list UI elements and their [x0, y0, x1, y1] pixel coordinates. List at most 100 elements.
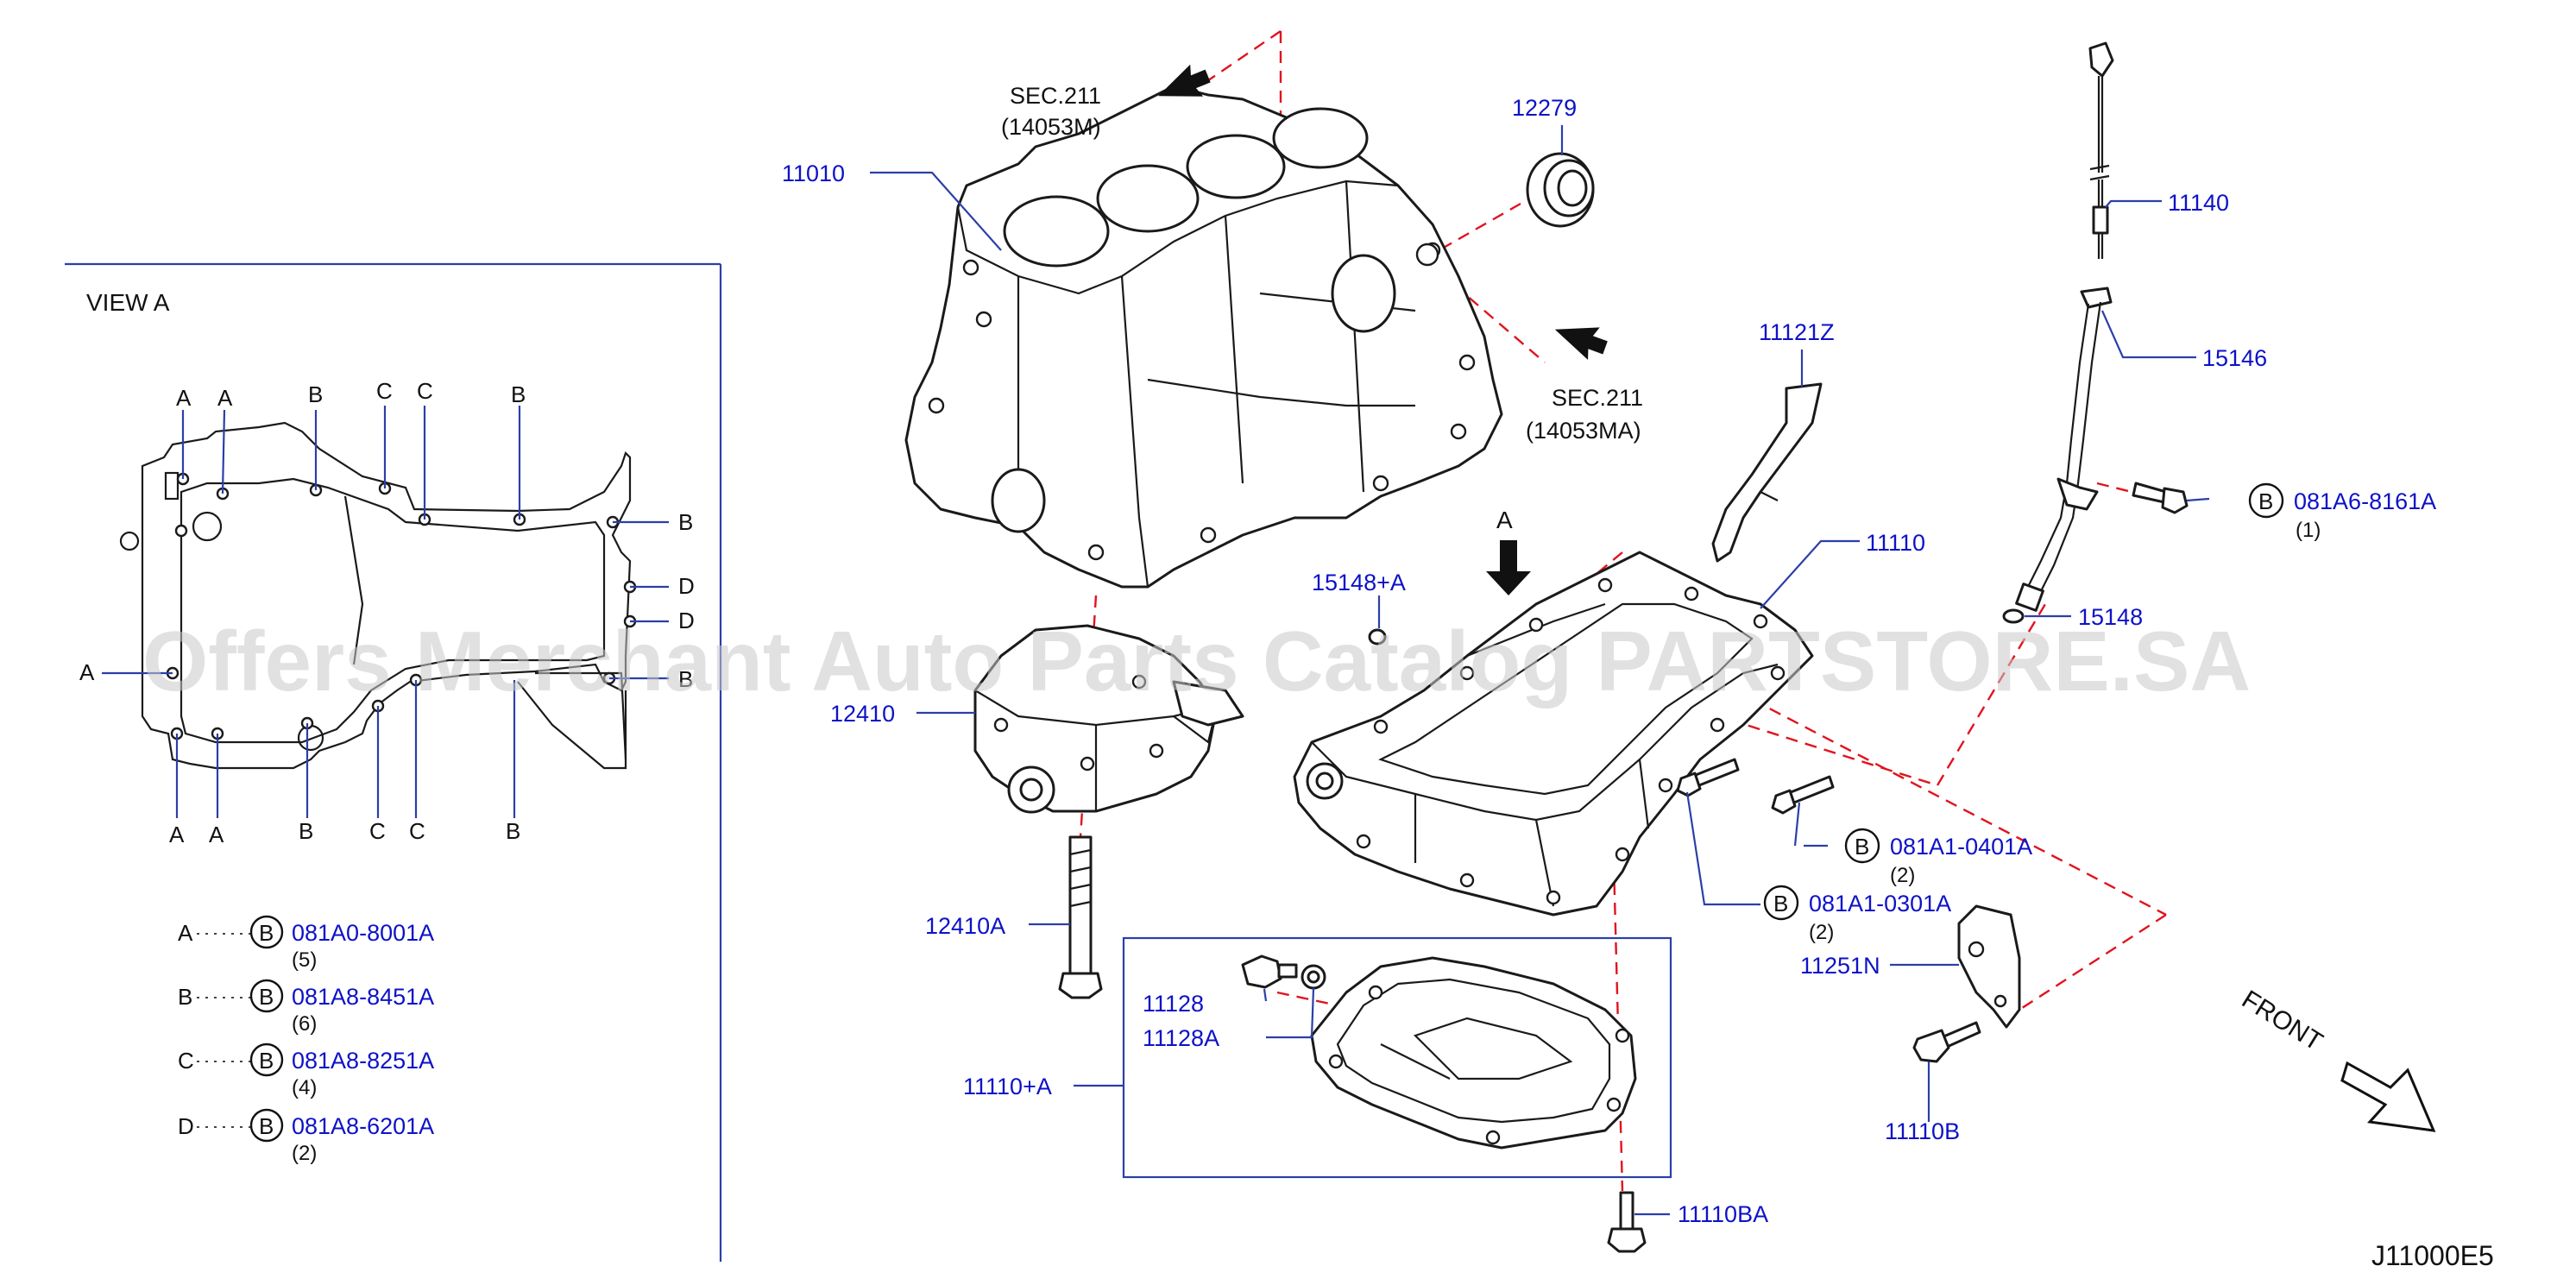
bolt-symbol: B: [259, 920, 274, 946]
block-boss: [991, 468, 1046, 533]
oil-strainer-11121z[interactable]: [1711, 382, 1823, 563]
view-a-letter: C: [376, 378, 393, 404]
legend-row-c: C B 081A8-8251A (4): [178, 1042, 434, 1099]
bolt-081a1-0401a[interactable]: [1771, 775, 1835, 815]
bracket-11251n[interactable]: [1957, 904, 2021, 1029]
bolt-callout-081a1-0301a: B 081A1-0301A (2): [1763, 885, 1951, 944]
oil-pan-upper-11110[interactable]: [1293, 551, 1814, 917]
bolt-legend: A B 081A0-8001A (5) B B 081A8-8451A (6) …: [178, 915, 434, 1165]
part-label-12410a[interactable]: 12410A: [925, 913, 1005, 939]
oil-seal-12279[interactable]: [1526, 152, 1595, 228]
part-label-11128[interactable]: 11128: [1143, 991, 1204, 1017]
view-a-letter: C: [409, 818, 425, 844]
part-label-11010[interactable]: 11010: [782, 161, 845, 186]
view-a-letter: B: [678, 509, 693, 535]
bolt-11110b[interactable]: [1912, 1021, 1981, 1063]
bolt-part-number[interactable]: 081A6-8161A: [2294, 488, 2436, 514]
legend-row-a: A B 081A0-8001A (5): [178, 915, 434, 972]
view-a-arrow: A: [1486, 507, 1531, 595]
oil-pan-lower[interactable]: [1310, 956, 1637, 1150]
bolt-callout-081a6-8161a: B 081A6-8161A (1): [2248, 482, 2436, 542]
part-label-15148[interactable]: 15148: [2078, 604, 2143, 630]
view-a-letter: B: [308, 381, 323, 407]
watermark-text: Offers Merchant Auto Parts Catalog PARTS…: [142, 614, 2251, 709]
part-label-11251n[interactable]: 11251N: [1800, 953, 1880, 979]
part-label-11110[interactable]: 11110: [1866, 530, 1925, 556]
part-label-11110b[interactable]: 11110B: [1885, 1118, 1960, 1144]
flange-lug: [119, 531, 140, 551]
o-ring-15148-a[interactable]: [1368, 628, 1387, 646]
sec-ref-line1[interactable]: SEC.211: [1010, 83, 1101, 109]
view-a-title: VIEW A: [86, 289, 170, 316]
legend-qty: (5): [292, 948, 317, 972]
view-a-top-letters: A A B C C B: [176, 378, 526, 411]
front-indicator: FRONT: [2237, 985, 2436, 1132]
drain-plug-11128[interactable]: [1241, 954, 1298, 989]
legend-part-number[interactable]: 081A8-8451A: [292, 984, 434, 1010]
legend-row-d: D B 081A8-6201A (2): [178, 1108, 434, 1165]
flange-boss: [192, 511, 223, 542]
cylinder-bore: [1096, 164, 1200, 233]
sec-ref-line1[interactable]: SEC.211: [1552, 385, 1643, 411]
view-a-letter-left: A: [79, 659, 95, 685]
part-label-11140[interactable]: 11140: [2168, 190, 2229, 216]
oil-pump-12410[interactable]: [973, 624, 1244, 814]
bolt-part-number[interactable]: 081A1-0401A: [1890, 834, 2032, 860]
view-a-letter: D: [678, 573, 695, 599]
bolt-symbol: B: [1855, 834, 1869, 860]
bolt-symbol: B: [259, 1048, 274, 1074]
o-ring-15148[interactable]: [2002, 608, 2025, 624]
part-label-11110ba[interactable]: 11110BA: [1678, 1201, 1768, 1227]
view-a-bottom-letters: A A B C C B: [169, 818, 520, 847]
sec-ref-line2[interactable]: (14053M): [1001, 114, 1101, 140]
part-label-12410[interactable]: 12410: [830, 701, 895, 727]
front-label: FRONT: [2237, 985, 2327, 1056]
part-leaders: [870, 125, 2210, 1216]
legend-key: D: [178, 1113, 194, 1139]
bolt-11110ba[interactable]: [1607, 1191, 1647, 1253]
part-label-11110-a[interactable]: 11110+A: [963, 1074, 1052, 1099]
bolt-part-number[interactable]: 081A1-0301A: [1809, 891, 1951, 917]
cylinder-bore: [1272, 107, 1369, 169]
lower-oil-pan-group-box: [1122, 936, 1672, 1179]
dipstick-guide-15146[interactable]: [2015, 287, 2113, 612]
part-labels: 11010 12279 11140 15146 11121Z 11110 151…: [782, 95, 2267, 1227]
drain-washer-11128a[interactable]: [1301, 964, 1326, 990]
bolt-hole: [174, 524, 188, 538]
view-a-letter: A: [217, 385, 233, 411]
bolt-symbol-circle: [249, 1108, 284, 1143]
oil-pan-inner-outline: [180, 477, 606, 744]
view-a-letter: D: [678, 608, 695, 633]
bolt-081a1-0301a[interactable]: [1676, 758, 1740, 797]
section-references: SEC.211 (14053M) SEC.211 (14053MA): [1001, 83, 1643, 444]
dipstick-11140[interactable]: [2088, 41, 2114, 259]
part-label-11121z[interactable]: 11121Z: [1759, 319, 1835, 345]
part-label-15148-a[interactable]: 15148+A: [1312, 570, 1406, 595]
bolt-symbol: B: [259, 984, 274, 1010]
legend-qty: (6): [292, 1012, 317, 1036]
arrow-icon: [1554, 327, 1608, 360]
view-a-letter: C: [417, 378, 433, 404]
view-a-letter: A: [176, 385, 192, 411]
part-label-12279[interactable]: 12279: [1512, 95, 1577, 121]
legend-part-number[interactable]: 081A0-8001A: [292, 920, 434, 946]
sec-ref-line2[interactable]: (14053MA): [1526, 418, 1641, 444]
legend-qty: (4): [292, 1076, 317, 1099]
legend-part-number[interactable]: 081A8-8251A: [292, 1048, 434, 1074]
bolt-symbol-circle: [1844, 828, 1880, 864]
view-a-letter: B: [678, 666, 693, 692]
part-label-15146[interactable]: 15146: [2202, 345, 2267, 371]
bolt-symbol-circle: [2248, 482, 2284, 519]
view-a-letter: B: [506, 818, 520, 844]
bolt-12410a[interactable]: [1058, 835, 1103, 999]
part-label-11128a[interactable]: 11128A: [1143, 1025, 1219, 1051]
legend-part-number[interactable]: 081A8-6201A: [292, 1113, 434, 1139]
view-a-leaders: [102, 406, 669, 818]
cylinder-block[interactable]: [904, 85, 1503, 589]
oil-pan-rib: [343, 495, 364, 665]
bolt-081a6-8161a[interactable]: [2132, 482, 2189, 514]
bolt-callout-081a1-0401a: B 081A1-0401A (2): [1804, 828, 2032, 887]
legend-key: C: [178, 1048, 194, 1074]
crank-boss: [1331, 254, 1396, 333]
